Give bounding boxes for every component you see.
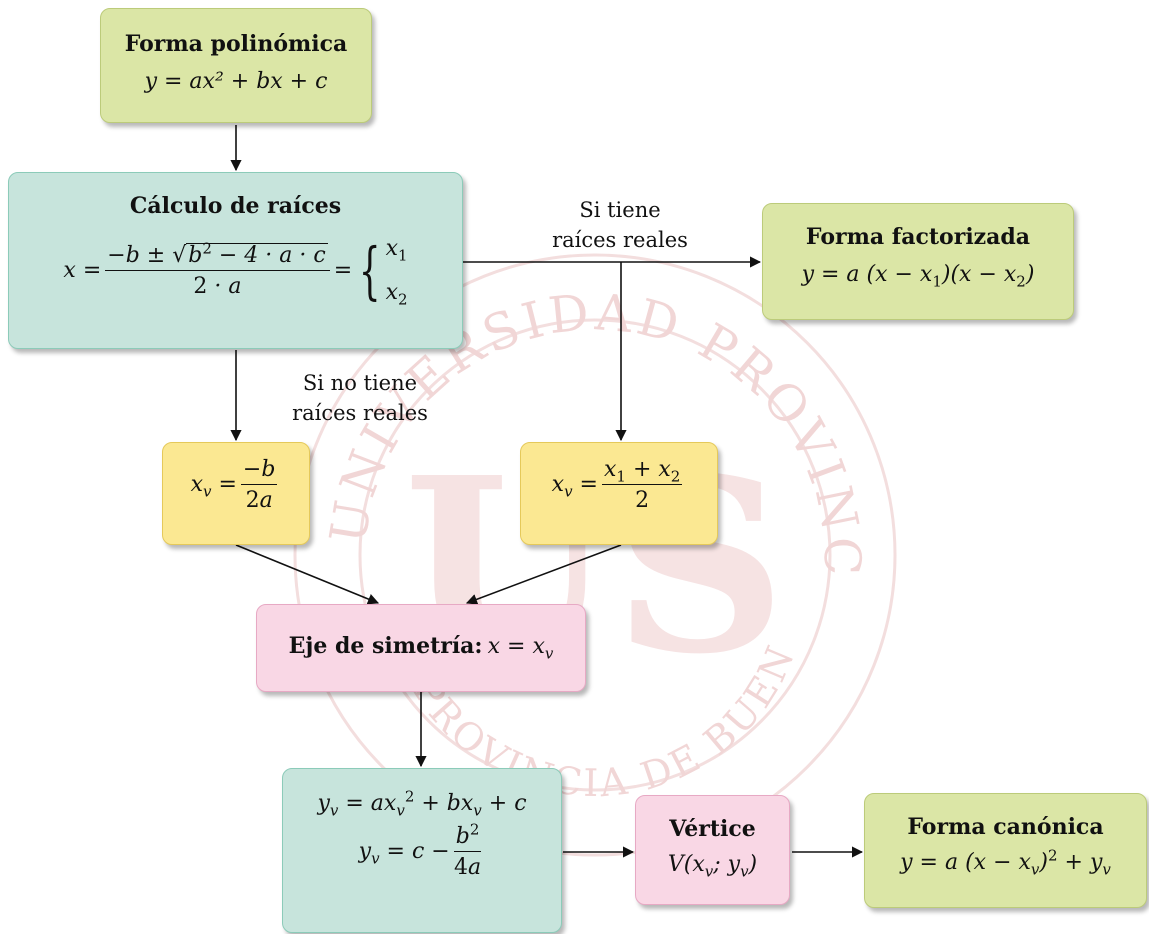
node-formula: x = xv	[487, 634, 554, 663]
node-title: Forma polinómica	[124, 31, 348, 57]
node-title: Forma factorizada	[805, 224, 1031, 250]
node-title: Eje de simetría:	[288, 633, 483, 659]
node-eje-simetria: Eje de simetría: x = xv	[256, 604, 586, 692]
node-formula: V(xv; yv)	[667, 852, 758, 881]
node-title: Forma canónica	[907, 814, 1104, 840]
node-formula-1: yv = axv2 + bxv + c	[317, 787, 527, 820]
node-formula: y = a (x − x1)(x − x2)	[801, 262, 1035, 291]
edge-xv-real-eje	[465, 544, 622, 605]
node-vertice: Vértice V(xv; yv)	[635, 795, 790, 905]
node-formula: y = a (x − xv)2 + yv	[900, 846, 1111, 879]
node-forma-polinomica: Forma polinómica y = ax² + bx + c	[100, 8, 372, 123]
edge-label-noreal: Si no tiene raíces reales	[292, 371, 428, 425]
edge-xv-noreal-eje	[235, 544, 380, 605]
edge-label-real: Si tiene raíces reales	[552, 198, 688, 252]
node-title: Cálculo de raíces	[129, 193, 342, 219]
node-forma-canonica: Forma canónica y = a (x − xv)2 + yv	[864, 793, 1147, 908]
node-formula: y = ax² + bx + c	[144, 69, 328, 94]
node-title: Vértice	[669, 816, 756, 842]
node-calculo-raices: Cálculo de raíces x =−b ± √b2 − 4 · a · …	[8, 172, 463, 349]
node-forma-factorizada: Forma factorizada y = a (x − x1)(x − x2)	[762, 203, 1074, 320]
